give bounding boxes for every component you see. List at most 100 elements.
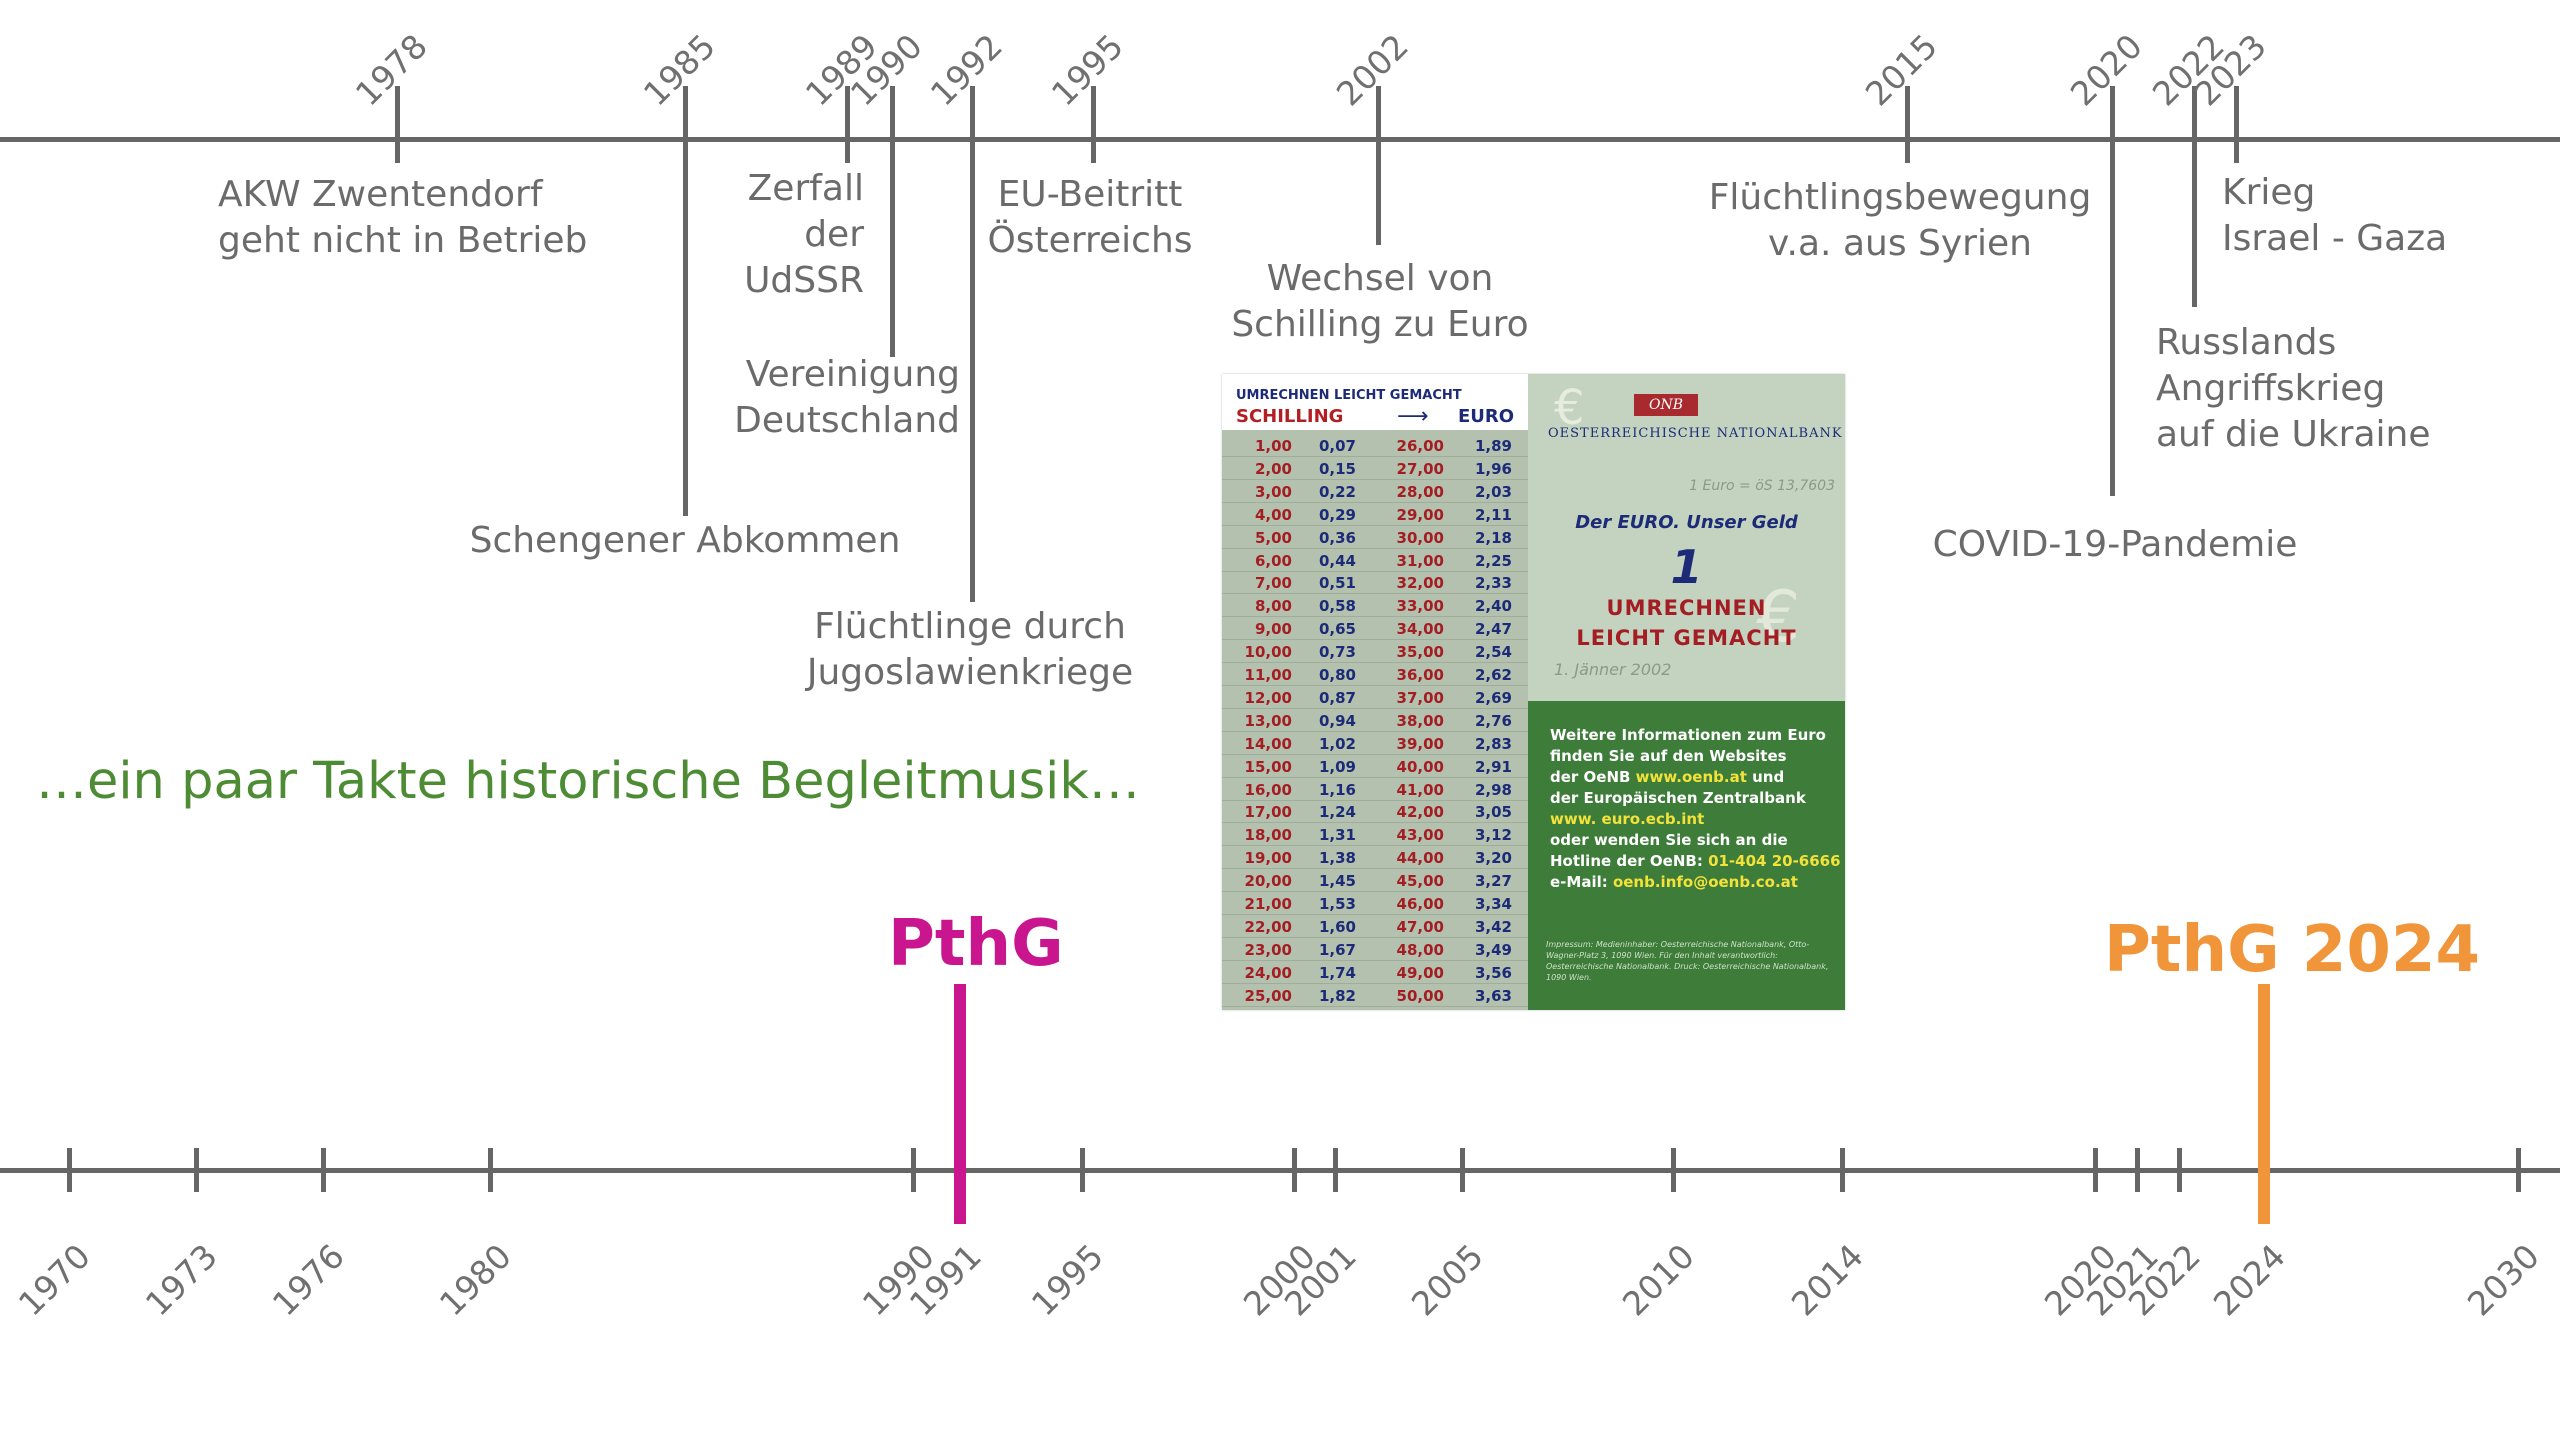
info-line-text: Hotline der OeNB: — [1550, 852, 1709, 870]
table-cell: 2,69 — [1474, 688, 1512, 707]
event-line: AKW Zwentendorf — [218, 174, 543, 215]
table-cell: 0,94 — [1318, 711, 1356, 730]
bank-name: OESTERREICHISCHE NATIONALBANK — [1548, 426, 1843, 441]
leaflet-date: 1. Jänner 2002 — [1554, 660, 1672, 679]
bottom-year-label-1980: 1980 — [431, 1236, 519, 1324]
table-cell: 3,12 — [1474, 826, 1512, 845]
arrow-right-icon: ⟶ — [1397, 404, 1429, 429]
event-line: der — [804, 214, 864, 255]
bottom-year-label-2005: 2005 — [1403, 1236, 1491, 1324]
table-cell: 1,82 — [1318, 986, 1356, 1005]
top-tick-1990 — [890, 86, 895, 357]
bottom-tick-2005 — [1460, 1148, 1465, 1192]
table-cell: 50,00 — [1396, 986, 1444, 1005]
table-cell: 0,87 — [1318, 688, 1356, 707]
event-line: Schilling zu Euro — [1231, 304, 1529, 345]
bottom-tick-1990 — [911, 1148, 916, 1192]
bottom-tick-2000 — [1292, 1148, 1297, 1192]
table-cell: 35,00 — [1396, 643, 1444, 662]
event-line: auf die Ukraine — [2156, 414, 2431, 455]
euro-icon: € — [1554, 380, 1585, 436]
top-tick-1989 — [845, 86, 850, 163]
table-cell: 0,80 — [1318, 666, 1356, 684]
table-cell: 49,00 — [1396, 963, 1444, 982]
table-cell: 1,74 — [1318, 963, 1356, 982]
table-cell: 1,96 — [1474, 459, 1512, 478]
table-cell: 31,00 — [1396, 551, 1444, 570]
table-cell: 2,18 — [1474, 528, 1512, 547]
table-cell: 29,00 — [1396, 505, 1444, 524]
table-cell: 1,89 — [1474, 437, 1512, 455]
oenb-logo: ONB — [1634, 394, 1698, 416]
info-line-after: und — [1746, 768, 1785, 786]
table-cell: 21,00 — [1244, 895, 1292, 913]
bottom-tick-2020 — [2093, 1148, 2098, 1192]
table-cell: 40,00 — [1396, 757, 1444, 776]
table-cell: 14,00 — [1244, 734, 1292, 753]
bottom-year-label-2024: 2024 — [2205, 1236, 2293, 1324]
bottom-year-label-1995: 1995 — [1023, 1236, 1111, 1324]
top-year-label-1985: 1985 — [635, 26, 723, 114]
top-year-label-2015: 2015 — [1857, 26, 1945, 114]
bottom-tick-1970 — [67, 1148, 72, 1192]
pthg-label-2024: PthG 2024 — [2104, 913, 2480, 987]
info-line: e-Mail: oenb.info@oenb.co.at — [1550, 872, 1840, 893]
table-cell: 0,22 — [1318, 482, 1356, 501]
table-cell: 2,83 — [1474, 734, 1512, 753]
table-cell: 42,00 — [1396, 803, 1444, 822]
top-tick-1992 — [970, 86, 975, 602]
bottom-tick-2014 — [1840, 1148, 1845, 1192]
leaflet-number: 1 — [1670, 540, 1703, 594]
event-line: Jugoslawienkriege — [806, 652, 1134, 693]
bottom-tick-2022 — [2177, 1148, 2182, 1192]
table-cell: 25,00 — [1244, 986, 1292, 1005]
table-cell: 5,00 — [1254, 528, 1292, 547]
table-cell: 0,51 — [1318, 574, 1356, 593]
event-line: Vereinigung — [745, 354, 960, 395]
table-cell: 1,24 — [1318, 803, 1356, 822]
leaflet-cover: € ONB OESTERREICHISCHE NATIONALBANK 1 Eu… — [1528, 374, 1845, 701]
table-cell: 2,33 — [1474, 574, 1512, 593]
top-tick-2002 — [1376, 86, 1381, 245]
table-cell: 0,29 — [1318, 505, 1356, 524]
info-line: Weitere Informationen zum Euro — [1550, 725, 1840, 746]
converter-header-to: EURO — [1458, 406, 1515, 427]
top-tick-1985 — [683, 86, 688, 516]
table-cell: 1,16 — [1318, 780, 1356, 799]
table-cell: 1,67 — [1318, 940, 1356, 959]
bottom-tick-1973 — [194, 1148, 199, 1192]
euro-watermark-icon: € — [1756, 576, 1801, 658]
info-line-highlight: www. euro.ecb.int — [1550, 810, 1705, 828]
table-cell: 3,00 — [1254, 482, 1292, 501]
info-line: Hotline der OeNB: 01-404 20-6666 — [1550, 851, 1841, 872]
table-cell: 3,05 — [1474, 803, 1512, 822]
table-cell: 39,00 — [1396, 734, 1444, 753]
info-line-text: Weitere Informationen zum Euro — [1550, 726, 1826, 744]
table-cell: 41,00 — [1396, 780, 1444, 799]
table-cell: 0,58 — [1318, 597, 1356, 616]
table-cell: 45,00 — [1396, 872, 1444, 891]
info-line-text: der Europäischen Zentralbank — [1550, 789, 1806, 807]
table-cell: 11,00 — [1244, 666, 1292, 684]
bottom-year-label-2030: 2030 — [2459, 1236, 2547, 1324]
table-cell: 3,63 — [1474, 986, 1512, 1005]
table-cell: 7,00 — [1254, 574, 1292, 593]
top-year-label-1978: 1978 — [347, 26, 435, 114]
top-year-label-2002: 2002 — [1328, 26, 1416, 114]
